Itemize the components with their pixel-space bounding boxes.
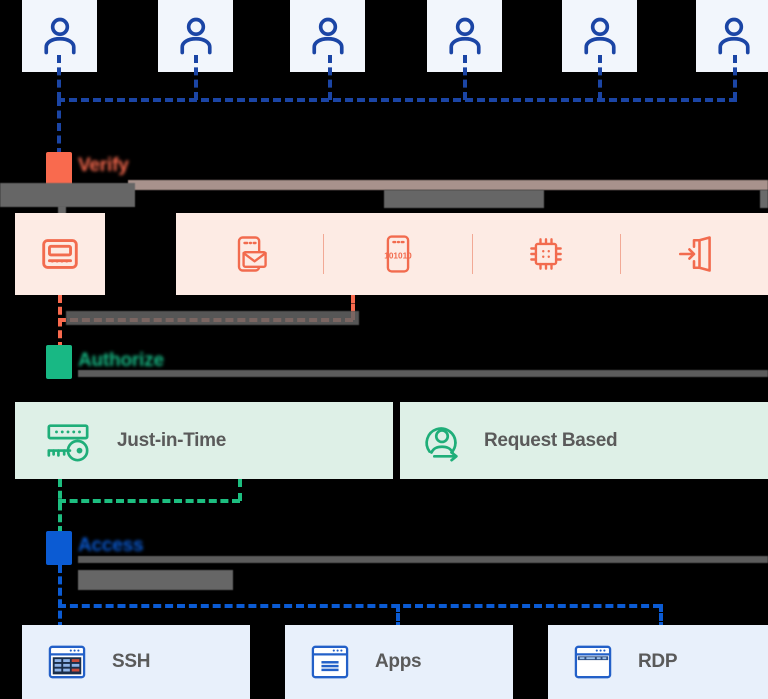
connector-authorize-down-right (238, 479, 242, 501)
verify-chip (46, 152, 72, 186)
connector-verify-down-left (58, 295, 62, 350)
user-tile-6[interactable] (696, 0, 768, 72)
user-tile-3[interactable] (290, 0, 365, 72)
phone-email-icon (228, 232, 272, 276)
user-icon (38, 14, 82, 58)
authorize-subtitle-redaction (78, 370, 768, 377)
remote-desktop-icon (570, 643, 616, 681)
user-icon (443, 14, 487, 58)
connector-user-1 (57, 55, 61, 100)
access-subtitle-redaction (78, 556, 768, 563)
verify-edge-redaction (760, 190, 768, 208)
user-icon (306, 14, 350, 58)
user-request-icon (414, 418, 470, 464)
connector-user-4 (463, 55, 467, 100)
connector-user-2 (194, 55, 198, 100)
access-card-ssh[interactable]: SSH (22, 625, 250, 699)
access-card-apps-label: Apps (375, 651, 422, 672)
connector-user-3 (328, 55, 332, 100)
terminal-ssh-icon (44, 643, 90, 681)
hardware-token-chip-icon (524, 232, 568, 276)
sso-door-login-icon (672, 232, 716, 276)
connector-access-bus (58, 604, 661, 608)
svg-text:101010: 101010 (384, 252, 412, 261)
authorize-card-request[interactable]: Request Based (400, 402, 768, 479)
verify-heading-redaction-2 (58, 206, 66, 214)
access-card-ssh-label: SSH (112, 651, 151, 672)
access-card-rdp[interactable]: RDP (548, 625, 768, 699)
connector-verify-down-right (351, 295, 355, 320)
connector-bus-to-verify (57, 98, 61, 156)
verify-label: Verify (78, 155, 129, 176)
method-divider-1 (323, 234, 325, 274)
verify-method-email[interactable] (176, 213, 323, 295)
user-icon (712, 14, 756, 58)
connector-user-bus (57, 98, 737, 102)
connector-access-apps (396, 604, 400, 630)
authorize-chip (46, 345, 72, 379)
authorize-upper-redaction (66, 311, 359, 325)
verify-method-hardware-token[interactable] (473, 213, 620, 295)
card-reader-icon (37, 231, 83, 277)
verify-primary-card[interactable] (15, 213, 105, 295)
access-chip (46, 531, 72, 565)
connector-authorize-down-left (58, 479, 62, 534)
user-icon (174, 14, 218, 58)
verify-method-sso[interactable] (621, 213, 768, 295)
verify-method-otp[interactable]: 101010 (324, 213, 471, 295)
key-password-icon (41, 418, 95, 464)
connector-user-5 (598, 55, 602, 100)
access-heading-redaction (78, 570, 233, 590)
connector-access-trunk (58, 565, 62, 630)
verify-title-redaction (128, 180, 768, 190)
connector-user-6 (733, 55, 737, 100)
access-label: Access (78, 535, 144, 556)
phone-otp-code-icon: 101010 (376, 232, 420, 276)
verify-strip-title-redaction (384, 190, 544, 208)
connector-access-rdp (659, 604, 663, 630)
access-card-apps[interactable]: Apps (285, 625, 513, 699)
authorize-label: Authorize (78, 350, 164, 371)
authorize-card-jit[interactable]: Just-in-Time (15, 402, 393, 479)
method-divider-3 (619, 234, 621, 274)
connector-authorize-bus (58, 499, 240, 503)
method-divider-2 (471, 234, 473, 274)
authorize-card-request-label: Request Based (484, 429, 618, 451)
user-icon (578, 14, 622, 58)
verify-heading-redaction (0, 183, 135, 207)
authorize-card-jit-label: Just-in-Time (117, 429, 227, 451)
verify-methods-strip: 101010 (176, 213, 768, 295)
access-card-rdp-label: RDP (638, 651, 678, 672)
browser-apps-icon (307, 643, 353, 681)
